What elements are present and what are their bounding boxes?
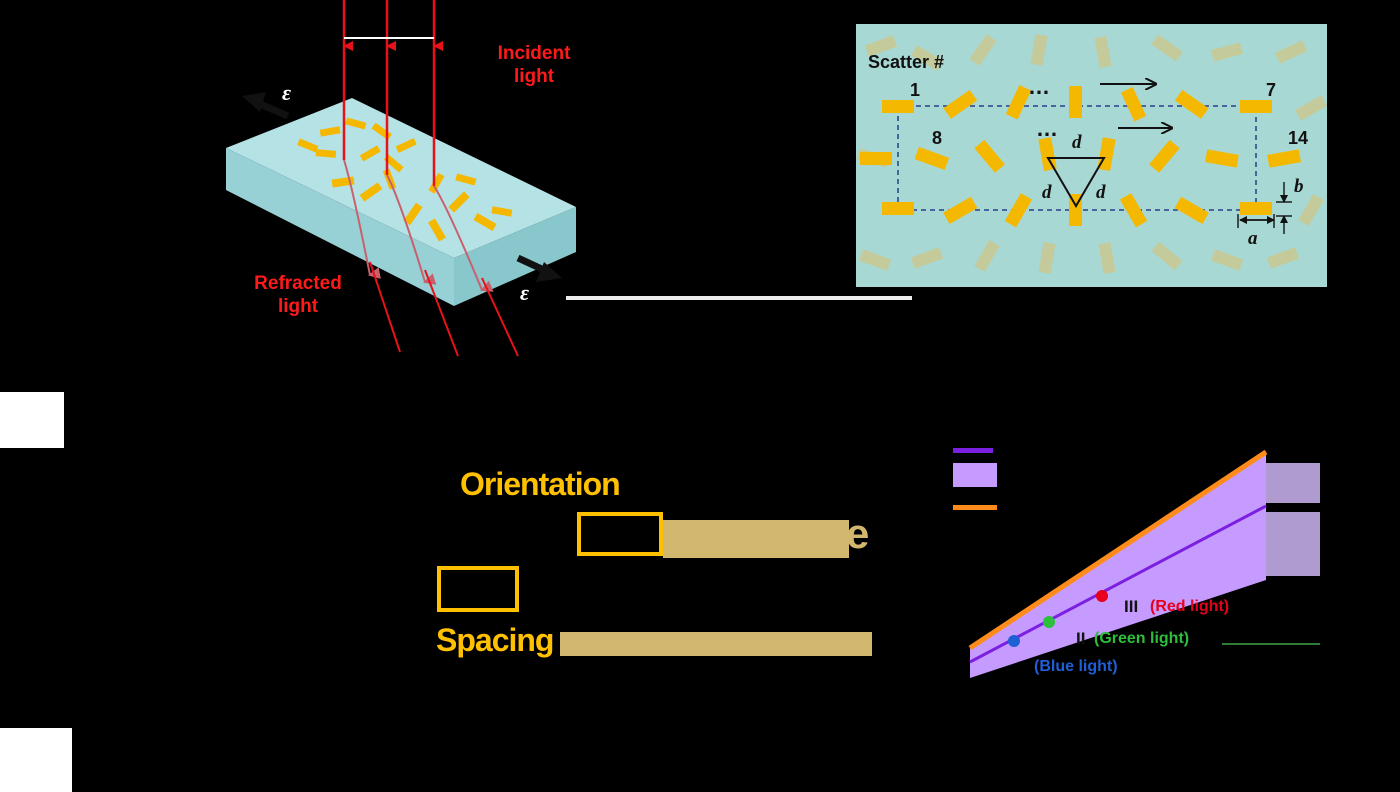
- orientation-bar-end: e: [846, 510, 870, 557]
- spacing-bar: [560, 632, 872, 656]
- d-label-right: d: [1096, 182, 1106, 203]
- incident-label-line2: light: [513, 66, 555, 87]
- green-light-label: (Green light): [1094, 630, 1190, 647]
- red-light-label: (Red light): [1150, 598, 1230, 615]
- orientation-bar: [663, 520, 849, 558]
- green-point: [1043, 616, 1055, 628]
- incident-light-label: Incident light: [486, 42, 582, 88]
- incident-label-line1: Incident: [497, 43, 571, 64]
- spacing-formula-box: [437, 566, 519, 612]
- point-III-label: III: [1124, 597, 1139, 616]
- polarization-arrow-bottom: [516, 254, 562, 282]
- refracted-label-line2: light: [277, 296, 319, 317]
- legend-orange-line: [953, 505, 997, 510]
- scatter-index-7: 7: [1266, 80, 1277, 100]
- dispersion-line: [969, 504, 1267, 664]
- red-point: [1096, 590, 1108, 602]
- ellipsis-top: …: [1028, 74, 1050, 99]
- blue-light-label: (Blue light): [1034, 658, 1118, 675]
- slab-top-face: [226, 98, 576, 258]
- spacing-triangle: [1046, 157, 1106, 208]
- white-tab-lower: [0, 728, 72, 792]
- orientation-label: Orientation: [460, 466, 621, 502]
- dimension-marks: [1237, 182, 1292, 234]
- epsilon-label-top: ε: [282, 80, 292, 105]
- dispersion-plot: [968, 449, 1320, 678]
- refracted-rays-inside: [343, 159, 494, 292]
- ellipsis-mid: …: [1036, 116, 1058, 141]
- refracted-rays-exit: [369, 261, 519, 357]
- side-block-lower: [1266, 512, 1320, 576]
- white-tab-upper: [0, 392, 64, 448]
- panel-a-slab-diagram: [226, 0, 576, 357]
- refracted-label-line1: Refracted: [254, 273, 342, 294]
- spacing-label: Spacing: [436, 622, 554, 658]
- legend-band-swatch: [953, 463, 997, 487]
- blue-point: [1008, 635, 1020, 647]
- background-bricks: [856, 34, 1327, 274]
- d-label-top: d: [1072, 132, 1082, 153]
- orientation-formula-box: [577, 512, 663, 556]
- polarization-arrow-top: [242, 92, 290, 120]
- side-block-upper: [1266, 463, 1320, 503]
- upper-bound-line: [968, 449, 1268, 651]
- epsilon-label-bottom: ε: [520, 280, 530, 305]
- refracted-light-label: Refracted light: [240, 272, 356, 318]
- slab-front-face: [226, 148, 454, 306]
- d-label-left: d: [1042, 182, 1052, 203]
- panel-b-scatter-layout: Scatter # 1 7 8 14 … … d d d a b: [856, 24, 1327, 287]
- legend-purple-line: [953, 448, 993, 453]
- scatter-layout-svg: [856, 34, 1327, 274]
- scatter-bricks: [860, 84, 1301, 228]
- connector-line: [566, 296, 912, 300]
- a-label: a: [1248, 228, 1258, 249]
- b-label: b: [1294, 176, 1304, 197]
- point-II-label: II: [1076, 629, 1086, 648]
- scatter-index-14: 14: [1288, 128, 1309, 148]
- scatter-index-8: 8: [932, 128, 943, 148]
- scatter-index-1: 1: [910, 80, 921, 100]
- scatter-title: Scatter #: [868, 52, 945, 72]
